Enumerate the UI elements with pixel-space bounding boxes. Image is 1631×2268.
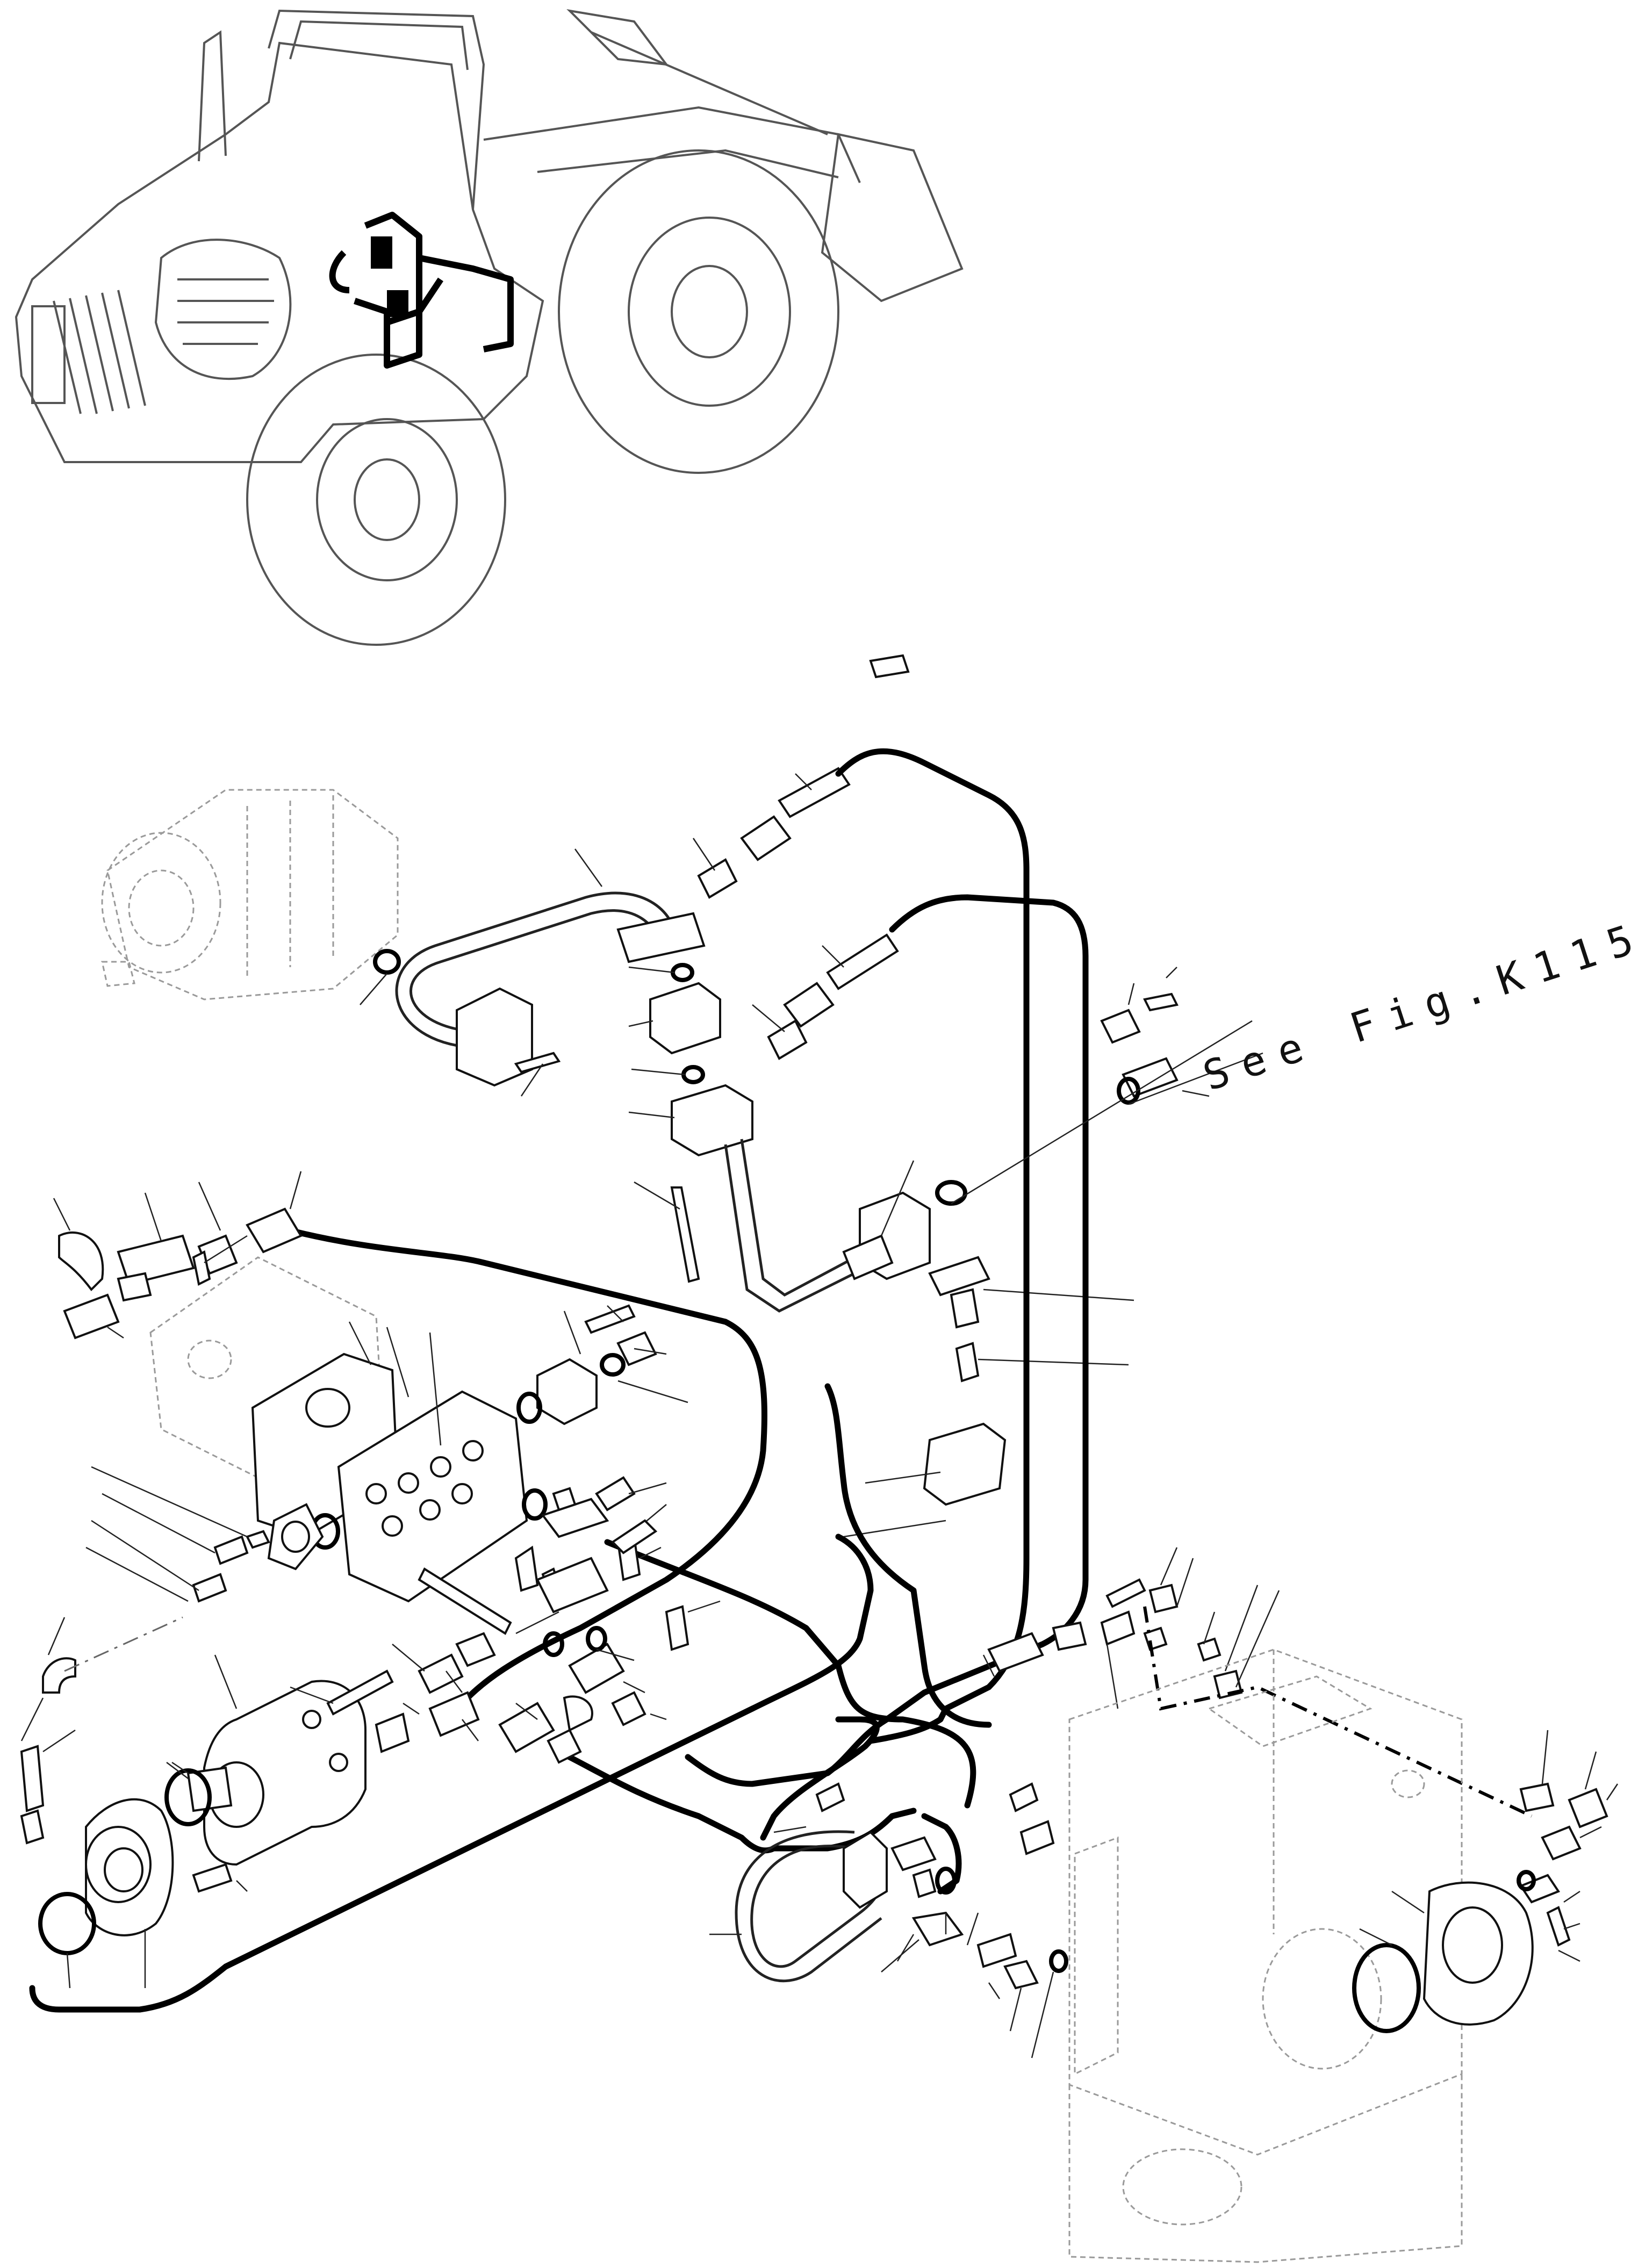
bottom-tube-loop (709, 1782, 1068, 2058)
upper-hose-assembly (692, 767, 899, 1060)
center-line-left (64, 1616, 183, 1672)
center-fittings (290, 1632, 582, 1764)
hydraulic-hose-bottom-long (29, 1533, 874, 2013)
flange-top (616, 912, 706, 963)
manifold-right-fittings (516, 1304, 688, 1425)
right-edge-fittings (1519, 1730, 1619, 1861)
radiator-grille (31, 290, 146, 414)
bolt-small (192, 1250, 211, 1286)
transmission-case-ghost (1068, 1648, 1463, 2263)
hydraulic-hose-long-2 (685, 894, 1089, 1787)
motor-flange (38, 1798, 174, 1989)
right-lower-hose-fittings (982, 1547, 1280, 1709)
left-lower-fittings (20, 1617, 76, 1845)
rear-wheel (558, 149, 839, 474)
fitting-stack-upper (628, 963, 753, 1283)
connector-block-lower (923, 1422, 1007, 1506)
right-motor-flange (1352, 1870, 1580, 2033)
wheel-loader-illustration (15, 9, 964, 646)
steel-pipe-mid-2 (724, 1144, 877, 1313)
control-valve-manifold (251, 1321, 528, 1603)
o-ring-mid (935, 1180, 967, 1206)
long-bolt (418, 1567, 512, 1635)
rotary-actuator (164, 1654, 367, 1893)
front-wheel (246, 354, 506, 646)
hydraulic-hose-left-loop (287, 1227, 767, 1701)
cap-fitting (869, 654, 910, 679)
bucket-arm (483, 9, 964, 303)
bolt-block (514, 1052, 561, 1074)
highlighted-piping (329, 212, 514, 369)
bent-tube-top (395, 891, 706, 1087)
tee-fitting (928, 1256, 1134, 1383)
left-flange-parts (85, 1466, 324, 1603)
split-flange-assembly (514, 1476, 667, 1592)
fitting-box-small (842, 1234, 894, 1280)
hydraulic-pump-ghost (101, 789, 399, 1000)
mounting-bracket-ghost (149, 1256, 383, 1484)
hydraulic-hose-short (556, 1748, 917, 1854)
hydraulic-hose-long-1 (835, 748, 1030, 1744)
see-fig-reference: See Fig.K1152 (1197, 899, 1631, 1100)
hydraulic-hose-right-down (604, 1539, 976, 1809)
center-split-flanges (536, 1487, 721, 1732)
hydraulic-hose-link (760, 1716, 880, 1841)
routing-centerline (1143, 1606, 1533, 1818)
hydraulic-hose-center (824, 1383, 992, 1728)
o-ring-pump (373, 949, 401, 975)
left-hose-fittings (53, 1171, 303, 1340)
hydraulic-hose-end (921, 1813, 962, 1895)
